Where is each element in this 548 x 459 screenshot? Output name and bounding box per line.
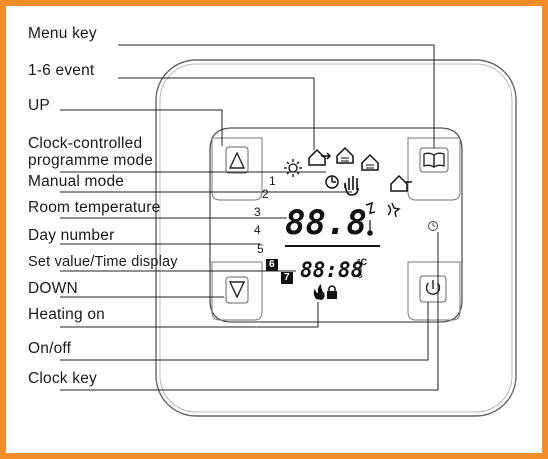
day-number-3: 3 bbox=[254, 205, 261, 219]
clock-icon bbox=[428, 221, 438, 231]
day-number-2: 2 bbox=[262, 187, 269, 201]
day-number-1: 1 bbox=[269, 174, 276, 188]
lcd-temperature: 88.8 bbox=[285, 203, 367, 243]
temp-symbol-icon bbox=[365, 201, 376, 214]
label-clock-key: Clock key bbox=[28, 370, 97, 387]
lock-icon bbox=[327, 285, 337, 299]
house-party-icon bbox=[336, 146, 354, 164]
sun-icon bbox=[284, 159, 302, 177]
lcd-unit: °C bbox=[357, 257, 368, 267]
label-clock-mode-line2: programme mode bbox=[28, 152, 154, 169]
house-away-icon bbox=[361, 153, 379, 171]
menu-key-body bbox=[407, 137, 461, 201]
label-manual-mode: Manual mode bbox=[28, 173, 125, 190]
house-leave-icon bbox=[308, 148, 332, 166]
day-number-7: 7 bbox=[284, 272, 290, 283]
label-room-temperature: Room temperature bbox=[28, 199, 161, 216]
day-7-box bbox=[281, 272, 293, 284]
house-return-icon bbox=[390, 174, 412, 192]
clock-mode-icon bbox=[325, 175, 339, 189]
book-icon[interactable] bbox=[419, 147, 449, 173]
manual-hand-icon bbox=[344, 176, 359, 196]
device-outer-casing bbox=[155, 59, 517, 417]
lcd-time: 88:88 bbox=[300, 258, 363, 282]
power-icon[interactable] bbox=[419, 275, 447, 303]
up-triangle-icon[interactable] bbox=[225, 146, 249, 174]
label-on-off: On/off bbox=[28, 340, 72, 357]
label-heating-on: Heating on bbox=[28, 306, 105, 323]
power-key-body bbox=[407, 261, 461, 321]
day-number-6: 6 bbox=[269, 259, 275, 270]
day-6-box bbox=[266, 259, 278, 271]
label-event: 1-6 event bbox=[28, 62, 95, 79]
label-down: DOWN bbox=[28, 280, 78, 297]
night-icon bbox=[387, 202, 401, 218]
flame-icon bbox=[313, 284, 325, 300]
label-day-number: Day number bbox=[28, 227, 115, 244]
leader-lines bbox=[60, 44, 439, 391]
small-hand-icon bbox=[357, 268, 363, 278]
day-number-4: 4 bbox=[254, 223, 261, 237]
label-up: UP bbox=[28, 97, 50, 114]
label-menu-key: Menu key bbox=[28, 25, 97, 42]
label-clock-mode-line1: Clock-controlled bbox=[28, 135, 143, 152]
down-triangle-icon[interactable] bbox=[225, 276, 249, 304]
thermometer-icon bbox=[367, 220, 373, 236]
down-key-body bbox=[211, 261, 263, 321]
label-set-value: Set value/Time display bbox=[28, 254, 178, 270]
up-key-body bbox=[211, 137, 263, 201]
day-number-5: 5 bbox=[257, 242, 264, 256]
device-inner-casing bbox=[159, 63, 513, 413]
